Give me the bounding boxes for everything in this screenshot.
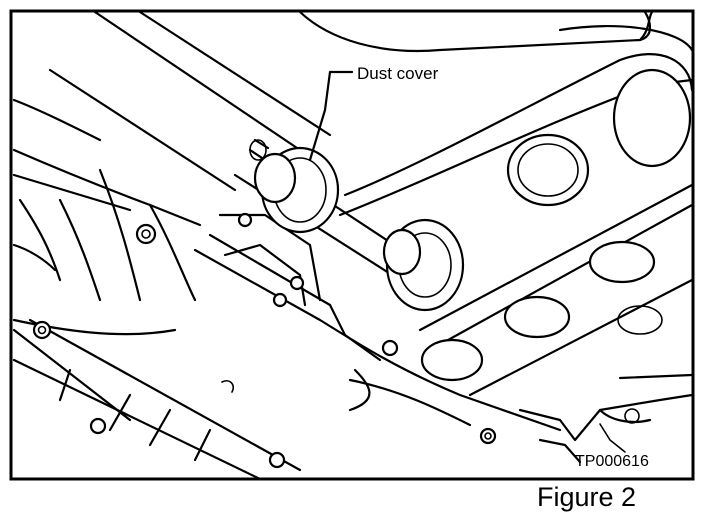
code-leader-line bbox=[599, 423, 626, 453]
line-art bbox=[12, 10, 694, 481]
image-code-label: TP000616 bbox=[575, 453, 649, 470]
callout-label-dust-cover: Dust cover bbox=[357, 64, 439, 83]
figure-caption: Figure 2 bbox=[537, 482, 637, 512]
callout-leader-line bbox=[308, 70, 354, 162]
